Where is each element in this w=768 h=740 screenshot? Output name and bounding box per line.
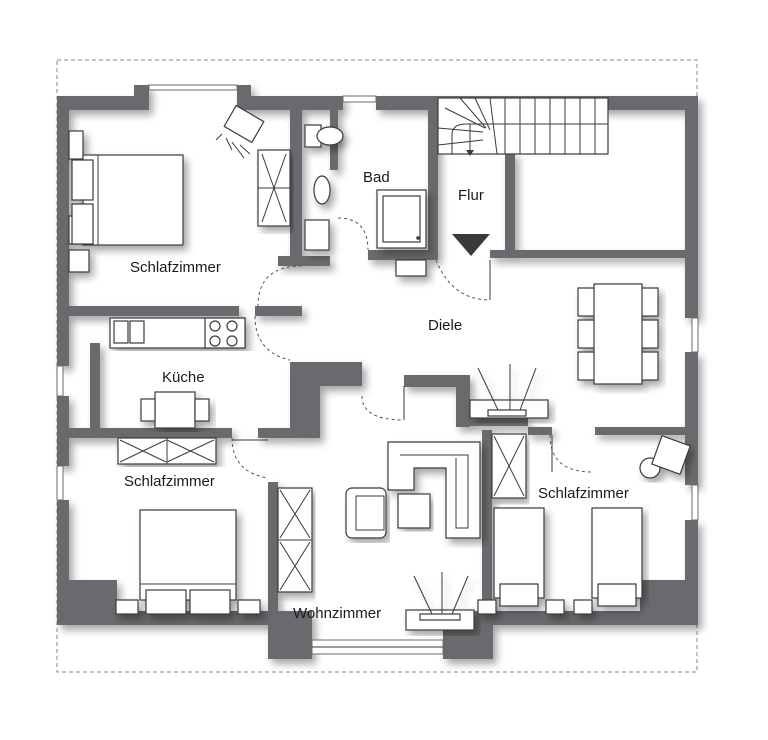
label-diele: Diele [428,317,462,334]
wardrobe-sw [117,437,217,465]
sofa-l-shape [387,441,481,539]
stair-arrow-icon [452,234,490,256]
armchair [345,487,387,539]
double-bed-sw [115,509,261,615]
dining-table [577,283,659,385]
staircase [437,97,609,156]
label-schlafzimmer-sw: Schlafzimmer [124,473,215,490]
wardrobe-central [491,433,527,499]
walls [57,85,698,659]
label-bad: Bad [363,169,390,186]
label-schlafzimmer-nw: Schlafzimmer [130,259,221,276]
single-bed-se-right [573,507,643,615]
label-kueche: Küche [162,369,205,386]
label-flur: Flur [458,187,484,204]
door-swings [231,217,593,479]
desk-lamp-nw [215,104,265,159]
coffee-table [397,493,431,529]
chair-se [639,435,691,479]
lamp-wohnzimmer [405,572,475,631]
kitchen-table [140,391,210,429]
lamp-central [469,364,549,419]
double-bed-nw [68,130,184,273]
label-schlafzimmer-se: Schlafzimmer [538,485,629,502]
kitchen-counter [109,317,246,349]
windows [56,84,699,655]
single-bed-se-left [477,507,565,615]
label-wohnzimmer: Wohnzimmer [293,605,381,622]
bathroom-fixtures [304,124,427,277]
wardrobe-nw [257,149,291,227]
wardrobe-wohnzimmer [277,487,313,593]
